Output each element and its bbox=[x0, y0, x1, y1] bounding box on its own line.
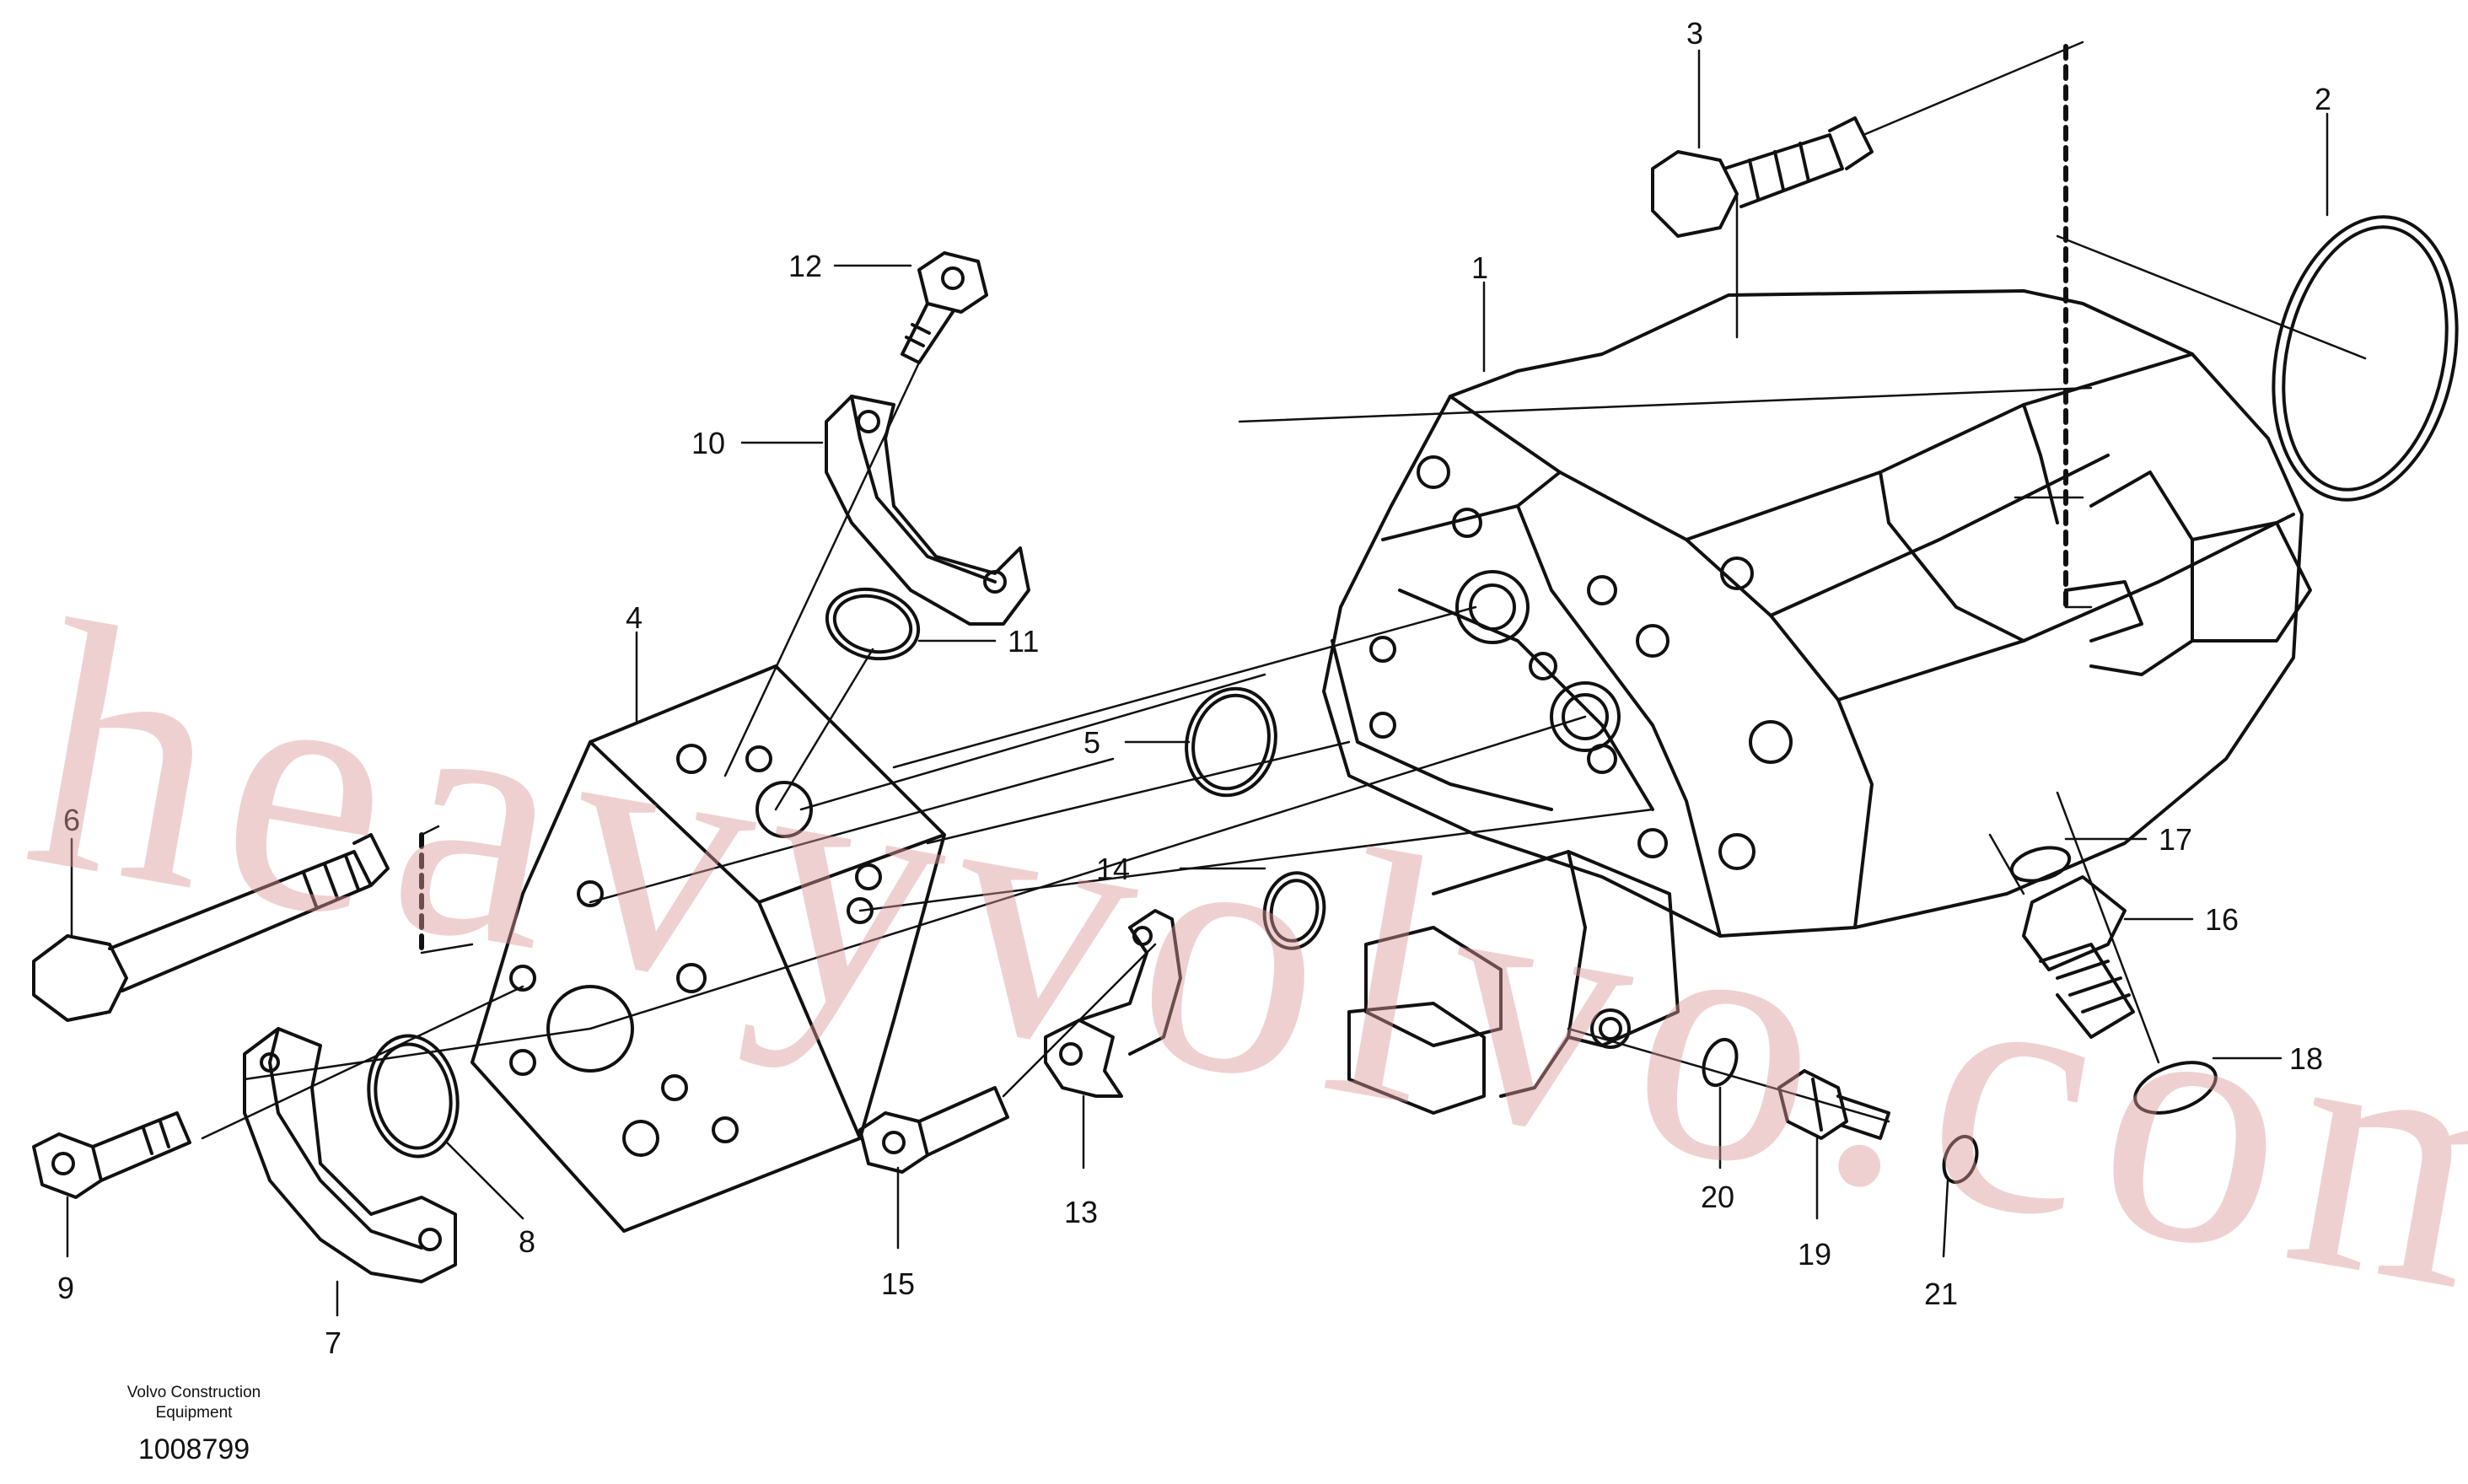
seal-part-17 bbox=[2009, 846, 2072, 883]
label-part-5: 5 bbox=[1083, 725, 1100, 760]
o-ring-part-14 bbox=[1262, 871, 1326, 950]
o-ring-part-5 bbox=[1185, 686, 1277, 798]
label-leaders bbox=[66, 49, 2329, 1317]
label-part-18: 18 bbox=[2289, 1041, 2323, 1076]
split-flange-part-7 bbox=[243, 1027, 457, 1283]
company-caption: Volvo Construction Equipment bbox=[67, 1383, 320, 1423]
label-part-7: 7 bbox=[325, 1325, 341, 1360]
company-line-1: Volvo Construction bbox=[126, 1384, 261, 1401]
label-part-13: 13 bbox=[1064, 1195, 1098, 1229]
label-part-10: 10 bbox=[691, 426, 725, 460]
label-part-15: 15 bbox=[881, 1266, 915, 1301]
socket-screw-part-9 bbox=[32, 1111, 191, 1199]
seal-part-20 bbox=[1702, 1037, 1739, 1088]
label-part-1: 1 bbox=[1471, 250, 1488, 285]
part-labels: 1 2 3 4 5 6 7 8 9 10 11 12 13 14 15 16 1… bbox=[57, 16, 2331, 1360]
label-part-11: 11 bbox=[1008, 624, 1039, 659]
dashed-connectors bbox=[419, 44, 2068, 955]
label-part-12: 12 bbox=[788, 249, 822, 283]
dashed-connector-tails bbox=[420, 605, 2093, 954]
company-line-2: Equipment bbox=[155, 1404, 233, 1422]
label-part-6: 6 bbox=[63, 803, 80, 837]
seal-part-21 bbox=[1942, 1134, 1979, 1185]
o-ring-part-11 bbox=[825, 587, 921, 661]
pump-housing-part-1 bbox=[1322, 289, 2312, 938]
adapter-block-part-4 bbox=[470, 664, 946, 1233]
label-part-16: 16 bbox=[2205, 902, 2239, 937]
assembly-lines bbox=[201, 40, 2367, 1140]
label-part-9: 9 bbox=[57, 1271, 74, 1305]
o-ring-part-2 bbox=[2272, 215, 2459, 502]
label-part-19: 19 bbox=[1798, 1237, 1831, 1272]
drawing-number: 1008799 bbox=[137, 1433, 250, 1465]
label-part-2: 2 bbox=[2315, 82, 2331, 116]
seal-part-18 bbox=[2133, 1061, 2218, 1115]
label-part-14: 14 bbox=[1096, 852, 1130, 886]
hex-bolt-part-6 bbox=[32, 833, 390, 1022]
label-part-3: 3 bbox=[1686, 16, 1703, 51]
o-ring-part-8 bbox=[367, 1034, 460, 1159]
flange-bolt-part-3 bbox=[1651, 116, 1874, 238]
valve-block bbox=[1347, 850, 1680, 1115]
socket-screw-part-15 bbox=[858, 1086, 1009, 1174]
socket-screw-part-12 bbox=[901, 251, 988, 364]
threaded-adapter-part-16 bbox=[2022, 875, 2135, 1039]
flange-clamp-part-13 bbox=[1044, 909, 1182, 1098]
label-part-8: 8 bbox=[519, 1224, 535, 1259]
sensor-part-19 bbox=[1777, 1069, 1890, 1140]
label-part-21: 21 bbox=[1924, 1277, 1958, 1311]
label-part-17: 17 bbox=[2159, 822, 2192, 857]
label-part-20: 20 bbox=[1701, 1180, 1734, 1214]
split-flange-part-10 bbox=[825, 395, 1030, 626]
label-part-4: 4 bbox=[626, 600, 643, 635]
